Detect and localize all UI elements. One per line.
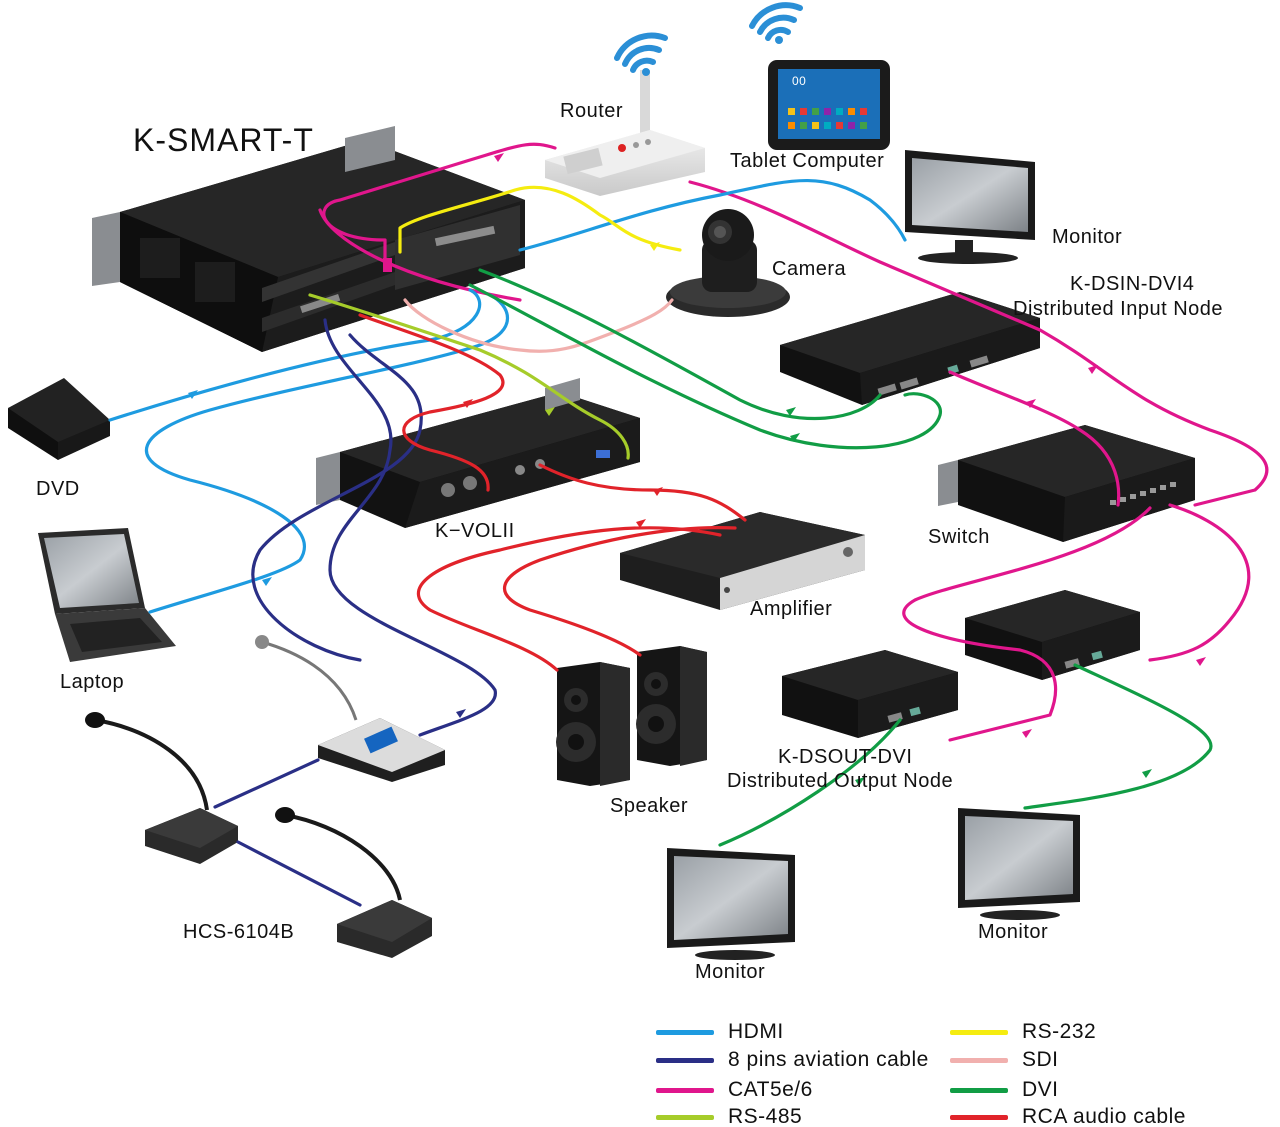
router-wifi-icon: [614, 32, 668, 76]
switch-label: Switch: [928, 526, 990, 548]
cat5-cable-router-dsin: [688, 180, 1269, 507]
dvi-cable-dsin-1: [478, 268, 882, 421]
rca-cable-amp-speaker-right: [502, 526, 737, 657]
rca-cable-ksmart-volii: [358, 313, 505, 492]
legend-item-sdi: SDI: [950, 1048, 1059, 1072]
legend-item-cat5: CAT5e/6: [656, 1078, 813, 1102]
cat5-cable-router-ksmart: [322, 142, 557, 267]
k-dsin-dvi4-device: [780, 292, 1040, 405]
cat5-cable-switch-dsout2: [1148, 503, 1251, 662]
rs232-cable: [398, 185, 682, 254]
legend-item-rs485: RS-485: [656, 1105, 802, 1127]
cable-arrows: [188, 153, 1206, 786]
amplifier-label: Amplifier: [750, 598, 833, 620]
switch-device: [938, 425, 1195, 542]
speaker-right-device: [636, 646, 707, 766]
cat5-cable-dsin-switch: [948, 370, 1121, 507]
monitor-bottom-left-label: Monitor: [695, 961, 766, 983]
aviation-cable-mics-chain-1: [213, 758, 320, 809]
legend-label: HDMI: [728, 1020, 784, 1043]
tablet-wifi-icon: [749, 2, 803, 44]
monitor-bottom-left-device: [667, 848, 795, 960]
legend-swatch: [950, 1087, 1008, 1093]
paging-microphone-device: [255, 635, 445, 782]
k-volii-label: K−VOLII: [435, 520, 515, 542]
k-dsout-dvi-second-device: [965, 590, 1140, 680]
hdmi-cable-laptop: [144, 293, 510, 614]
camera-device: [666, 209, 790, 317]
legend-label: 8 pins aviation cable: [728, 1048, 929, 1071]
speaker-label: Speaker: [610, 795, 688, 817]
legend-item-dvi: DVI: [950, 1078, 1059, 1102]
dsin-name-label: K-DSIN-DVI4: [1070, 273, 1195, 295]
dvi-cable-dsin-2: [468, 283, 942, 450]
rca-cable-volii-amplifier: [538, 463, 747, 522]
laptop-label: Laptop: [60, 671, 125, 693]
k-smart-t-device: [92, 126, 525, 352]
aviation-cable-mic1: [251, 333, 423, 662]
legend-label: RS-232: [1022, 1020, 1097, 1043]
router-label: Router: [560, 100, 624, 122]
dvd-device: [8, 378, 110, 460]
dvi-cable-dsout2-monitor: [1023, 663, 1213, 810]
camera-label: Camera: [772, 258, 847, 280]
sdi-cable: [403, 298, 674, 353]
tablet-label: Tablet Computer: [730, 150, 885, 172]
monitor-bottom-right-device: [958, 808, 1080, 920]
legend-swatch: [656, 1114, 714, 1120]
dsin-desc-label: Distributed Input Node: [1013, 298, 1224, 320]
laptop-device: [38, 528, 176, 662]
legend-label: CAT5e/6: [728, 1078, 813, 1101]
hcs-6104b-mic-2: [275, 807, 432, 958]
dsout-name-label: K-DSOUT-DVI: [778, 746, 913, 768]
tablet-screen-text: 00: [792, 74, 807, 88]
dvd-label: DVD: [36, 478, 80, 500]
tablet-device: [768, 60, 890, 150]
dvi-cable-dsout-monitor: [718, 718, 902, 847]
legend-item-rca: RCA audio cable: [950, 1105, 1186, 1127]
hdmi-cable-monitor: [518, 178, 907, 252]
hcs-label: HCS-6104B: [183, 921, 295, 943]
cat5-cable-ksmart-dsin: [318, 208, 522, 302]
router-device: [545, 70, 705, 196]
legend-swatch: [656, 1057, 714, 1063]
legend-label: RS-485: [728, 1105, 803, 1127]
legend-swatch: [950, 1057, 1008, 1063]
monitor-top-device: [905, 150, 1035, 264]
diagram-title: K-SMART-T: [133, 122, 314, 158]
rs485-cable: [308, 293, 630, 460]
legend-swatch: [656, 1087, 714, 1093]
rca-cable-amp-speaker-left: [416, 526, 722, 672]
k-dsout-dvi-device: [782, 650, 958, 738]
legend-swatch: [950, 1114, 1008, 1120]
amplifier-device: [620, 512, 865, 610]
legend-item-rs232: RS-232: [950, 1020, 1096, 1044]
k-volii-device: [316, 378, 640, 528]
dsout-desc-label: Distributed Output Node: [727, 770, 954, 792]
legend-item-aviation: 8 pins aviation cable: [656, 1048, 929, 1072]
aviation-cable-paging-mic: [323, 318, 497, 737]
legend-label: RCA audio cable: [1022, 1105, 1186, 1127]
legend-label: DVI: [1022, 1078, 1059, 1101]
cat5-cable-switch-dsout1: [902, 506, 1152, 742]
legend-label: SDI: [1022, 1048, 1059, 1071]
legend-swatch: [950, 1029, 1008, 1035]
monitor-bottom-right-label: Monitor: [978, 921, 1049, 943]
speaker-left-device: [556, 662, 630, 786]
legend-item-hdmi: HDMI: [656, 1020, 784, 1044]
legend-swatch: [656, 1029, 714, 1035]
aviation-cable-mics-chain-2: [236, 840, 362, 907]
hcs-6104b-mic-1: [85, 712, 238, 864]
monitor-top-label: Monitor: [1052, 226, 1123, 248]
